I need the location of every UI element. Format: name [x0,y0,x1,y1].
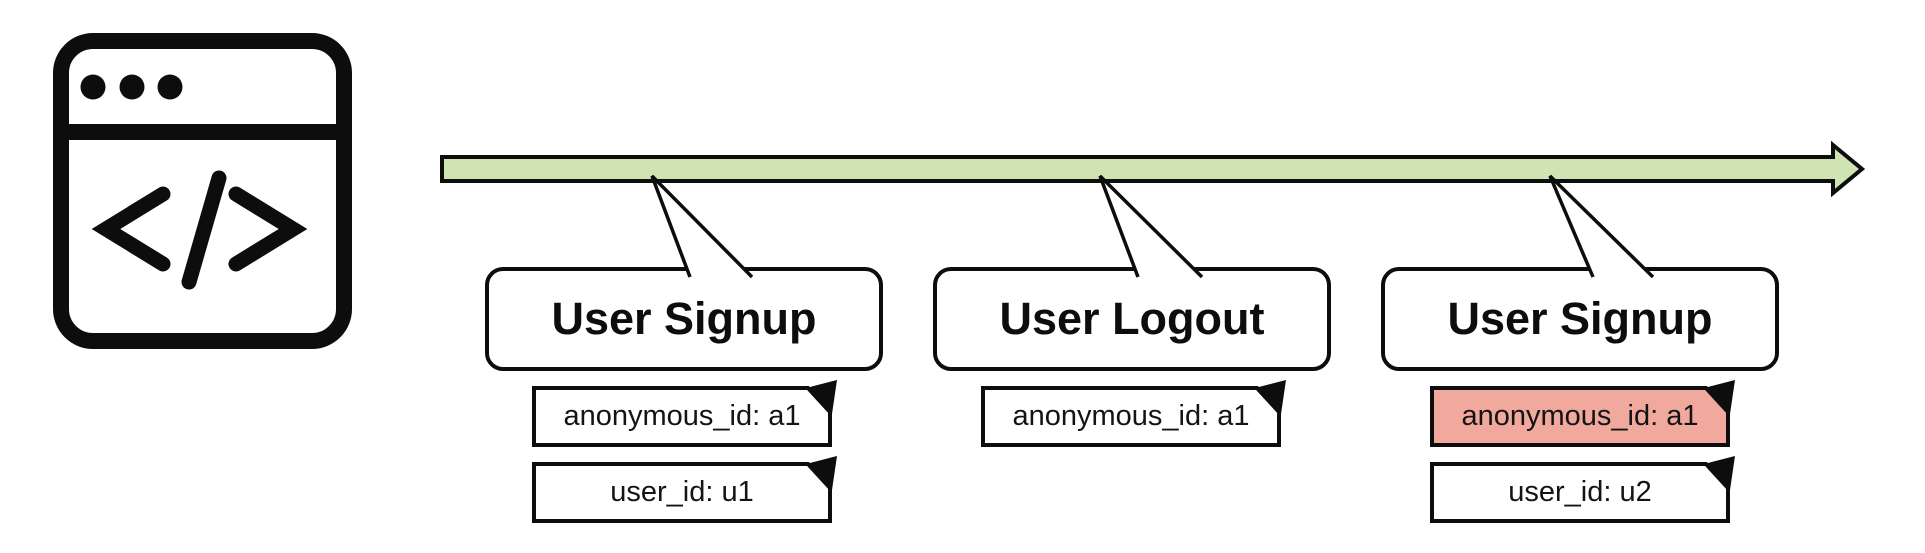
note-shape [532,456,837,523]
callout-tail-3 [1548,174,1655,279]
note-anonymous-id-2: anonymous_id: a1 [981,380,1286,447]
note-shape [1430,380,1735,447]
event-title: User Logout [999,293,1265,344]
event-callout-user-signup-1: User Signup [485,267,883,371]
note-anonymous-id-3: anonymous_id: a1 [1430,380,1735,447]
folded-corner-icon [1704,380,1735,414]
folded-corner-icon [1704,456,1735,490]
folded-corner-icon [806,456,837,490]
callout-tail-1 [650,174,754,279]
note-text: anonymous_id: a1 [563,400,801,432]
event-title: User Signup [551,293,817,344]
note-text: anonymous_id: a1 [1012,400,1250,432]
callout-tail-2 [1098,174,1204,279]
folded-corner-icon [1255,380,1286,414]
note-text: user_id: u2 [1508,476,1652,508]
note-text: user_id: u1 [610,476,754,508]
code-glyph-icon [91,170,308,290]
note-shape [532,380,837,447]
browser-window-code-icon [53,33,352,349]
browser-dots-icon [80,74,183,100]
note-shape [1430,456,1735,523]
note-user-id-1: user_id: u1 [532,456,837,523]
note-shape [981,380,1286,447]
browser-window-frame [53,33,352,349]
note-anonymous-id-1: anonymous_id: a1 [532,380,837,447]
folded-corner-icon [806,380,837,414]
event-title: User Signup [1447,293,1713,344]
event-callout-user-signup-2: User Signup [1381,267,1779,371]
note-text: anonymous_id: a1 [1461,400,1699,432]
note-user-id-3: user_id: u2 [1430,456,1735,523]
timeline-arrow [440,140,1866,198]
event-callout-user-logout: User Logout [933,267,1331,371]
